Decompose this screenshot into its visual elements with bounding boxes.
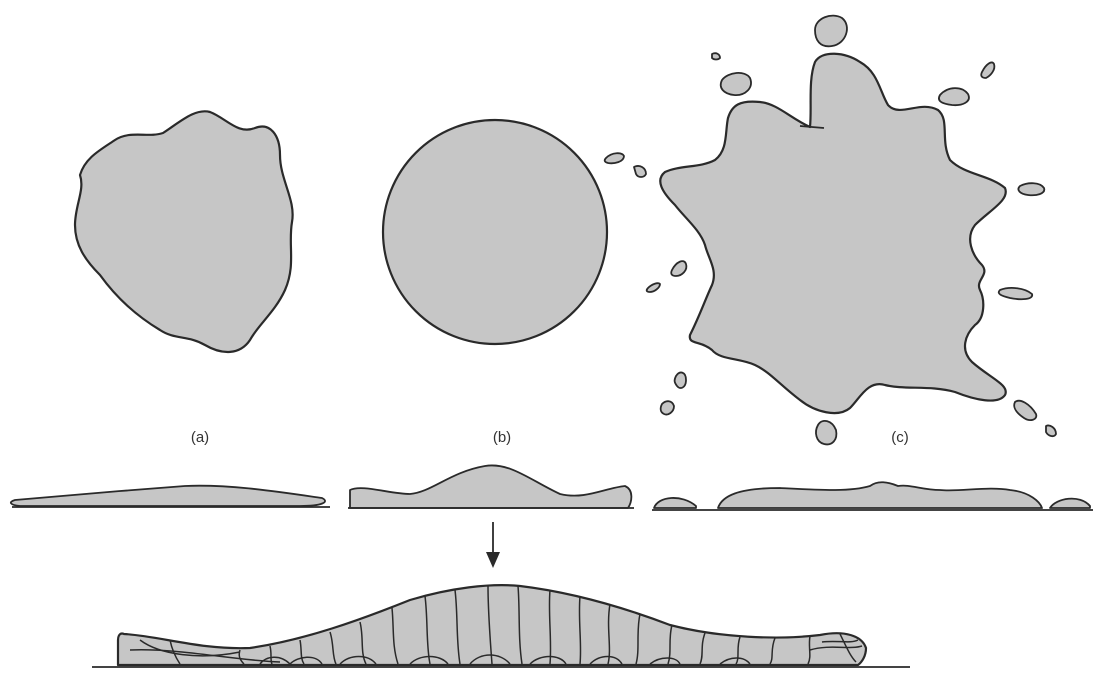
down-arrow-icon xyxy=(486,522,500,568)
splat-a-cross-section xyxy=(11,486,330,507)
splat-b-top-view xyxy=(383,120,607,344)
enlarged-splat-cross-section xyxy=(92,585,910,667)
label-a: (a) xyxy=(191,429,209,446)
splat-b-cross-section xyxy=(348,465,634,508)
splat-c-cross-section xyxy=(652,482,1093,510)
splat-a-top-view xyxy=(75,111,293,352)
label-c: (c) xyxy=(891,429,909,446)
splat-c-top-view xyxy=(605,16,1056,445)
label-b: (b) xyxy=(493,429,511,446)
